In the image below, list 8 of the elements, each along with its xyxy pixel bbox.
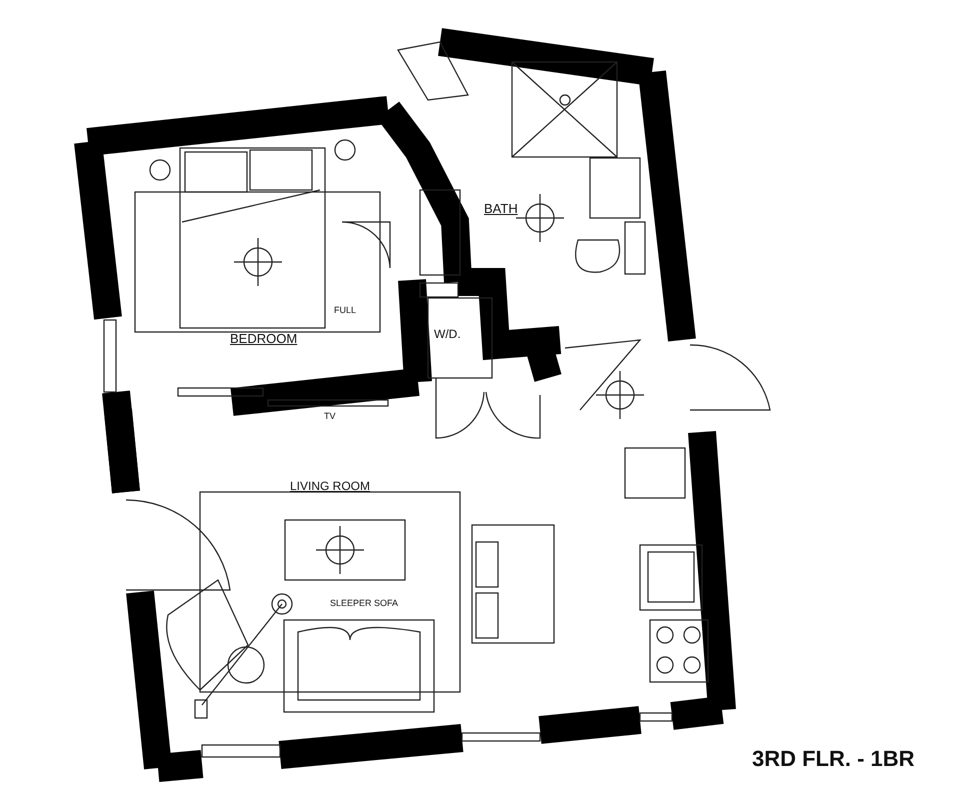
appliance-label: W/D. <box>434 328 461 340</box>
bed-size-label: FULL <box>334 306 356 315</box>
room-label: BATH <box>484 202 518 215</box>
room-label: LIVING ROOM <box>290 480 370 492</box>
plan-title: 3RD FLR. - 1BR <box>752 748 915 770</box>
room-label: BEDROOM <box>230 332 298 345</box>
tv-label: TV <box>324 412 336 421</box>
furniture-label: SLEEPER SOFA <box>330 599 398 608</box>
